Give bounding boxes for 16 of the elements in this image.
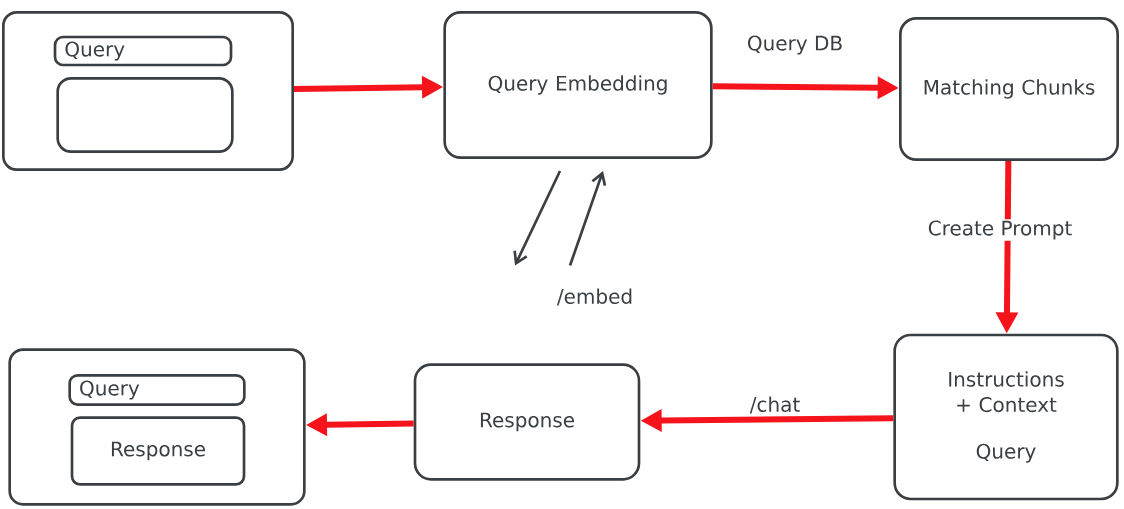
- prompt-box: Instructions + Context Query: [893, 333, 1119, 501]
- edge-label: /chat: [749, 396, 800, 414]
- process-box: Query Embedding: [443, 11, 713, 159]
- text-area: [56, 77, 234, 153]
- response-field: Response: [70, 416, 246, 486]
- input-panel: [2, 11, 294, 171]
- edge-label: Create Prompt: [926, 219, 1074, 241]
- api-label: /embed: [556, 288, 632, 306]
- arrow: [568, 171, 607, 266]
- edge-label: Query DB: [748, 35, 842, 55]
- arrow: [513, 170, 562, 266]
- input-field: Query: [53, 35, 233, 67]
- process-box: Matching Chunks: [899, 17, 1119, 161]
- query-field: Query: [68, 374, 246, 406]
- process-box: Response: [413, 363, 641, 481]
- output-panel: [8, 348, 306, 506]
